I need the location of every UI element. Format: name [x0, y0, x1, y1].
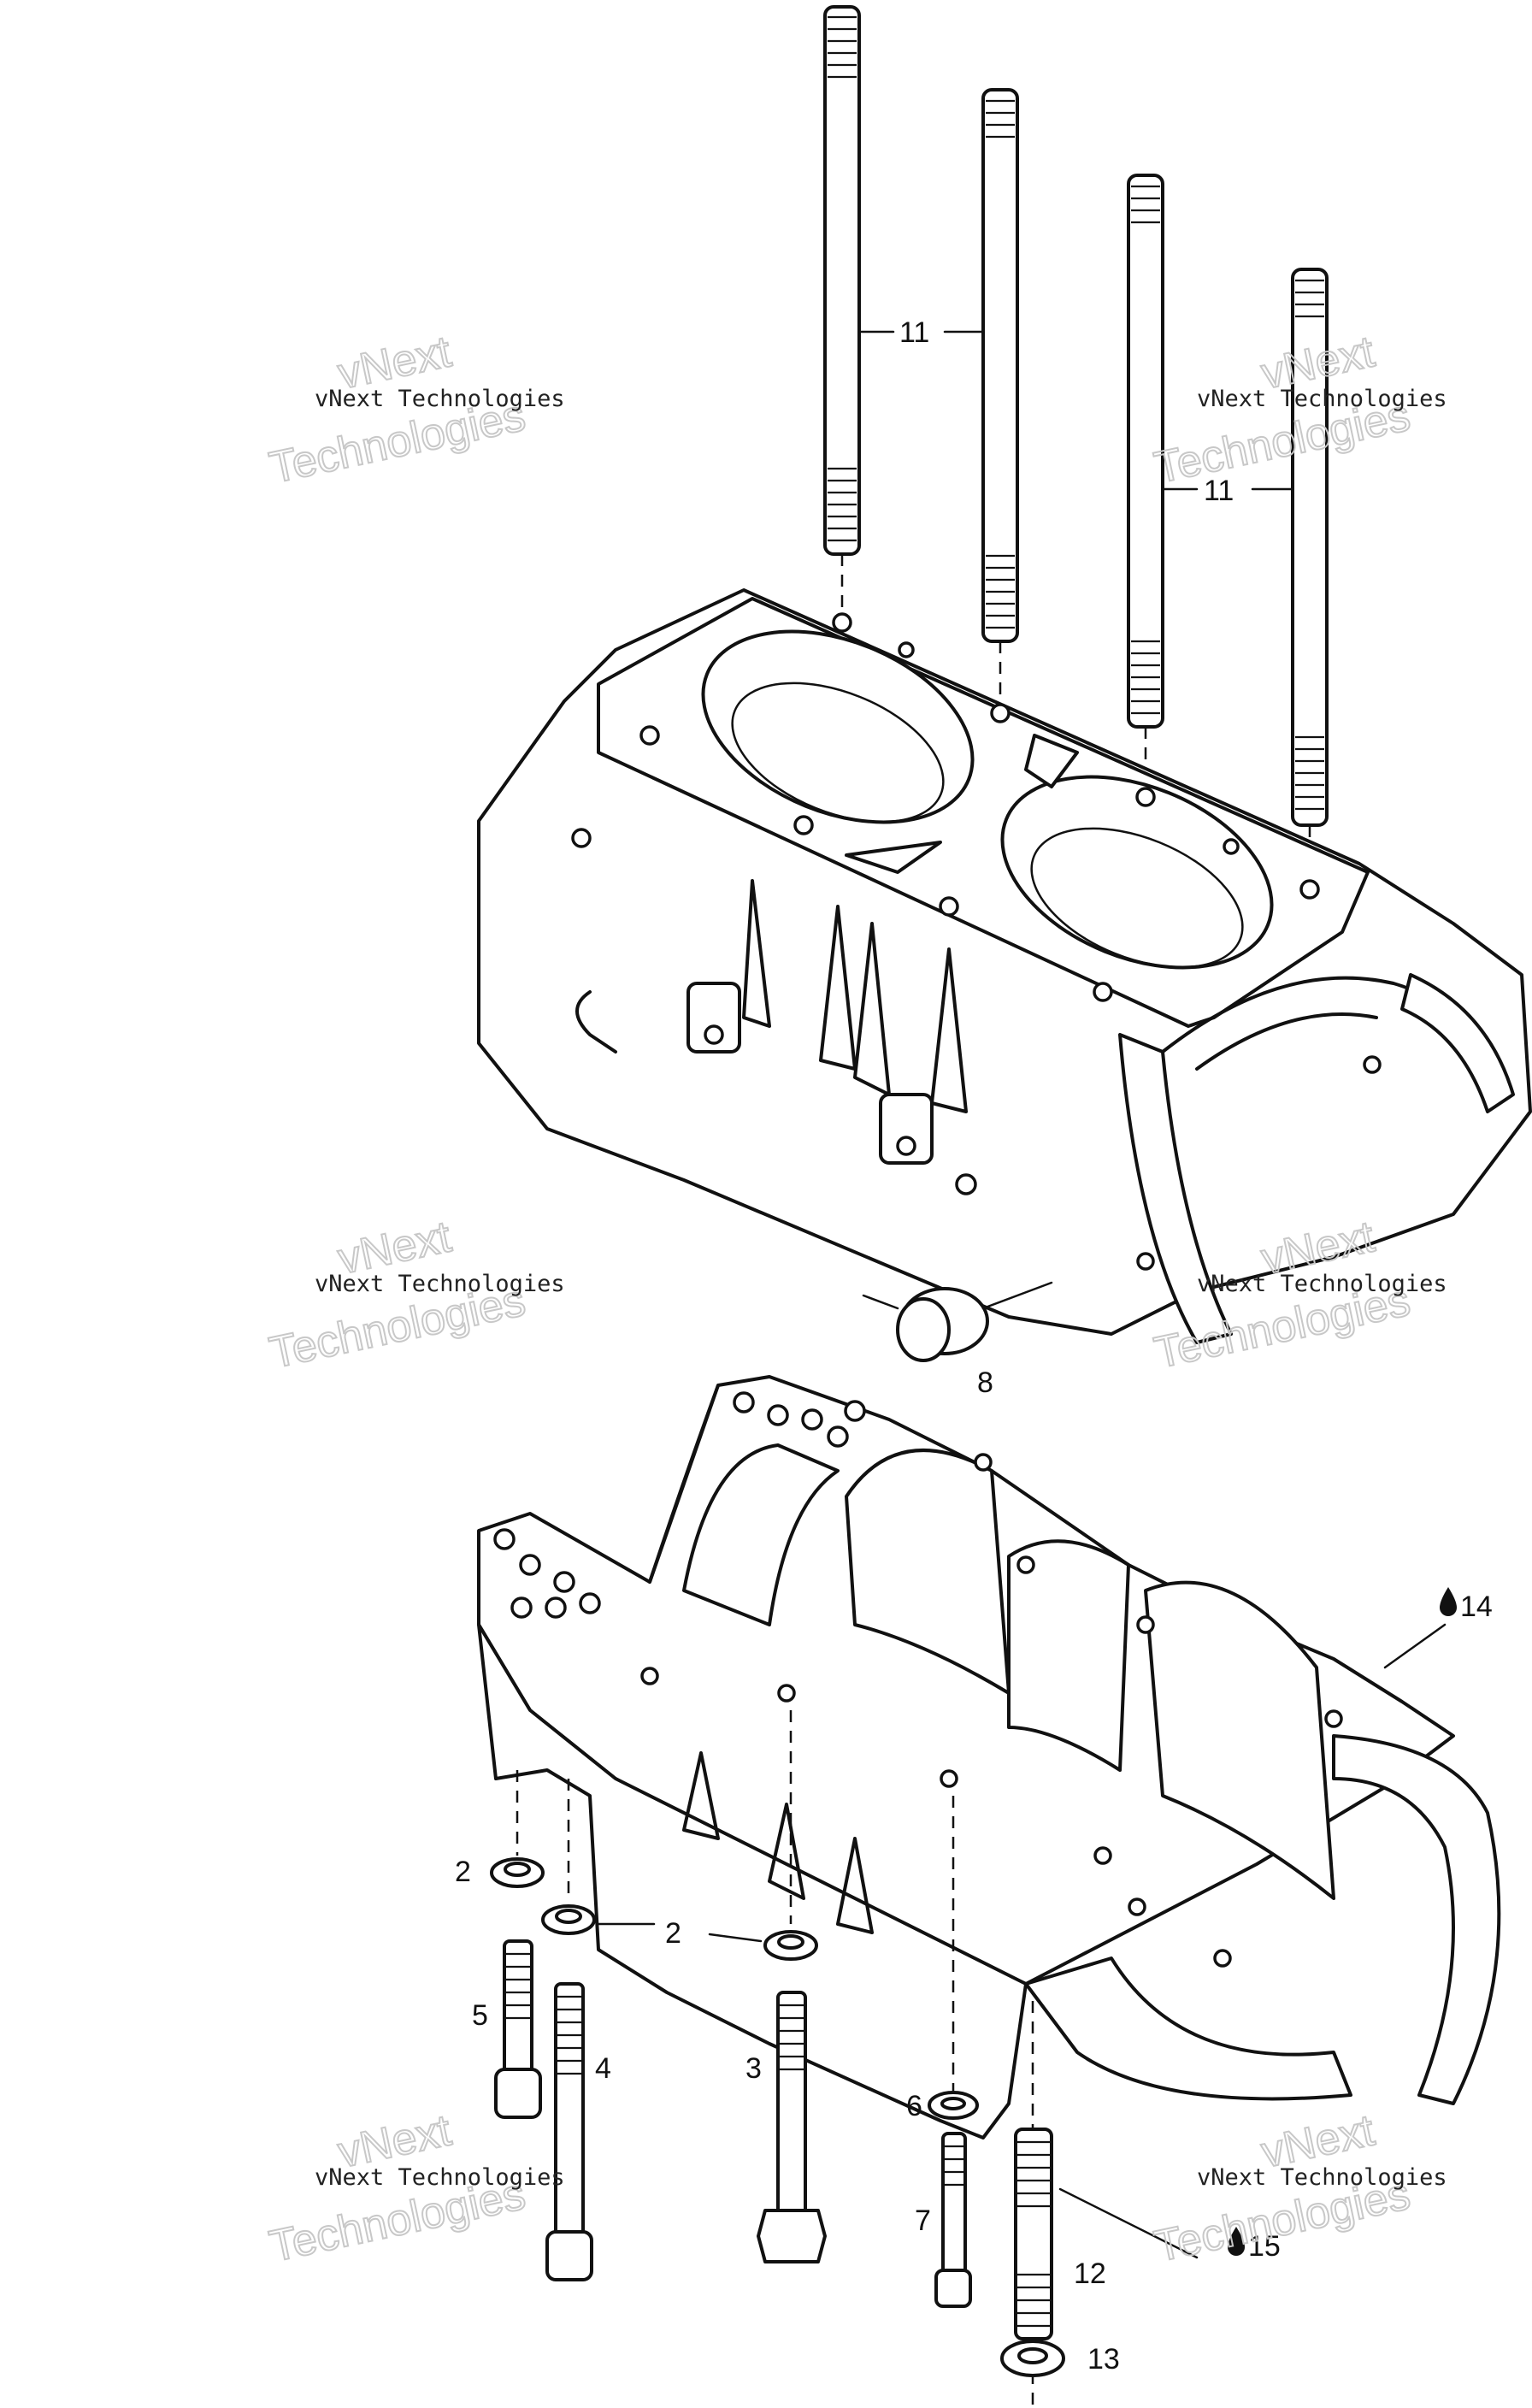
watermark-bottom-right: vNext Technologies vNext Technologies [1149, 2104, 1447, 2272]
washer-item-13 [1000, 2340, 1065, 2377]
callout-11-lower: 11 [1204, 475, 1234, 507]
lock-washer-c [763, 1930, 818, 1961]
watermark-bottom-left: vNext Technologies vNext Technologies [264, 2104, 565, 2272]
watermark-mid-left: vNext Technologies vNext Technologies [264, 1211, 565, 1378]
sealant-drop-icon [1440, 1587, 1457, 1616]
callout-3: 3 [745, 2052, 762, 2085]
bolt-item-5 [494, 1939, 542, 2119]
washer-item-6 [928, 2091, 979, 2120]
callout-2-left: 2 [455, 1856, 471, 1888]
callout-2-middle: 2 [665, 1917, 681, 1950]
lock-washer-a [490, 1857, 545, 1888]
bolt-item-3 [757, 1991, 827, 2263]
watermark-top-left: vNext Technologies vNext Technologies vN… [264, 326, 565, 493]
stud-4 [1291, 268, 1329, 881]
fasteners [490, 1710, 1065, 2408]
callout-6: 6 [906, 2090, 922, 2122]
callout-4: 4 [595, 2052, 611, 2085]
svg-text:vNext Technologies: vNext Technologies [315, 386, 565, 412]
bolt-item-4 [545, 1982, 593, 2281]
callout-12: 12 [1074, 2258, 1106, 2290]
cylinder-studs [823, 5, 1329, 881]
screw-item-7 [934, 2132, 972, 2308]
callout-5: 5 [472, 1999, 488, 2032]
callout-14: 14 [1460, 1591, 1493, 1623]
stud-3 [1127, 174, 1164, 791]
callout-11-upper: 11 [899, 316, 929, 349]
leader-lines [597, 330, 1447, 2259]
upper-crankcase-half [477, 588, 1532, 1344]
svg-text:vNext Technologies: vNext Technologies [315, 1271, 565, 1297]
lock-washer-b [541, 1904, 596, 1935]
callout-8: 8 [977, 1366, 993, 1399]
callout-7: 7 [915, 2204, 931, 2237]
stud-item-12 [1014, 2128, 1053, 2340]
svg-text:vNext Technologies: vNext Technologies [315, 2164, 565, 2191]
callout-labels: 11 11 8 14 2 2 5 4 3 6 7 12 15 13 [455, 316, 1493, 2376]
svg-text:vNext Technologies: vNext Technologies [1197, 2164, 1447, 2191]
plug-item-8 [896, 1281, 1053, 1362]
callout-13: 13 [1087, 2343, 1120, 2376]
callout-15: 15 [1248, 2230, 1281, 2263]
sealant-drop-icon [1228, 2227, 1245, 2256]
svg-text:vNext Technologies: vNext Technologies [1197, 1271, 1447, 1297]
stud-2 [981, 88, 1019, 701]
stud-1 [823, 5, 861, 616]
lower-crankcase-half [477, 1375, 1501, 2139]
svg-text:vNext Technologies: vNext Technologies [1197, 386, 1447, 412]
